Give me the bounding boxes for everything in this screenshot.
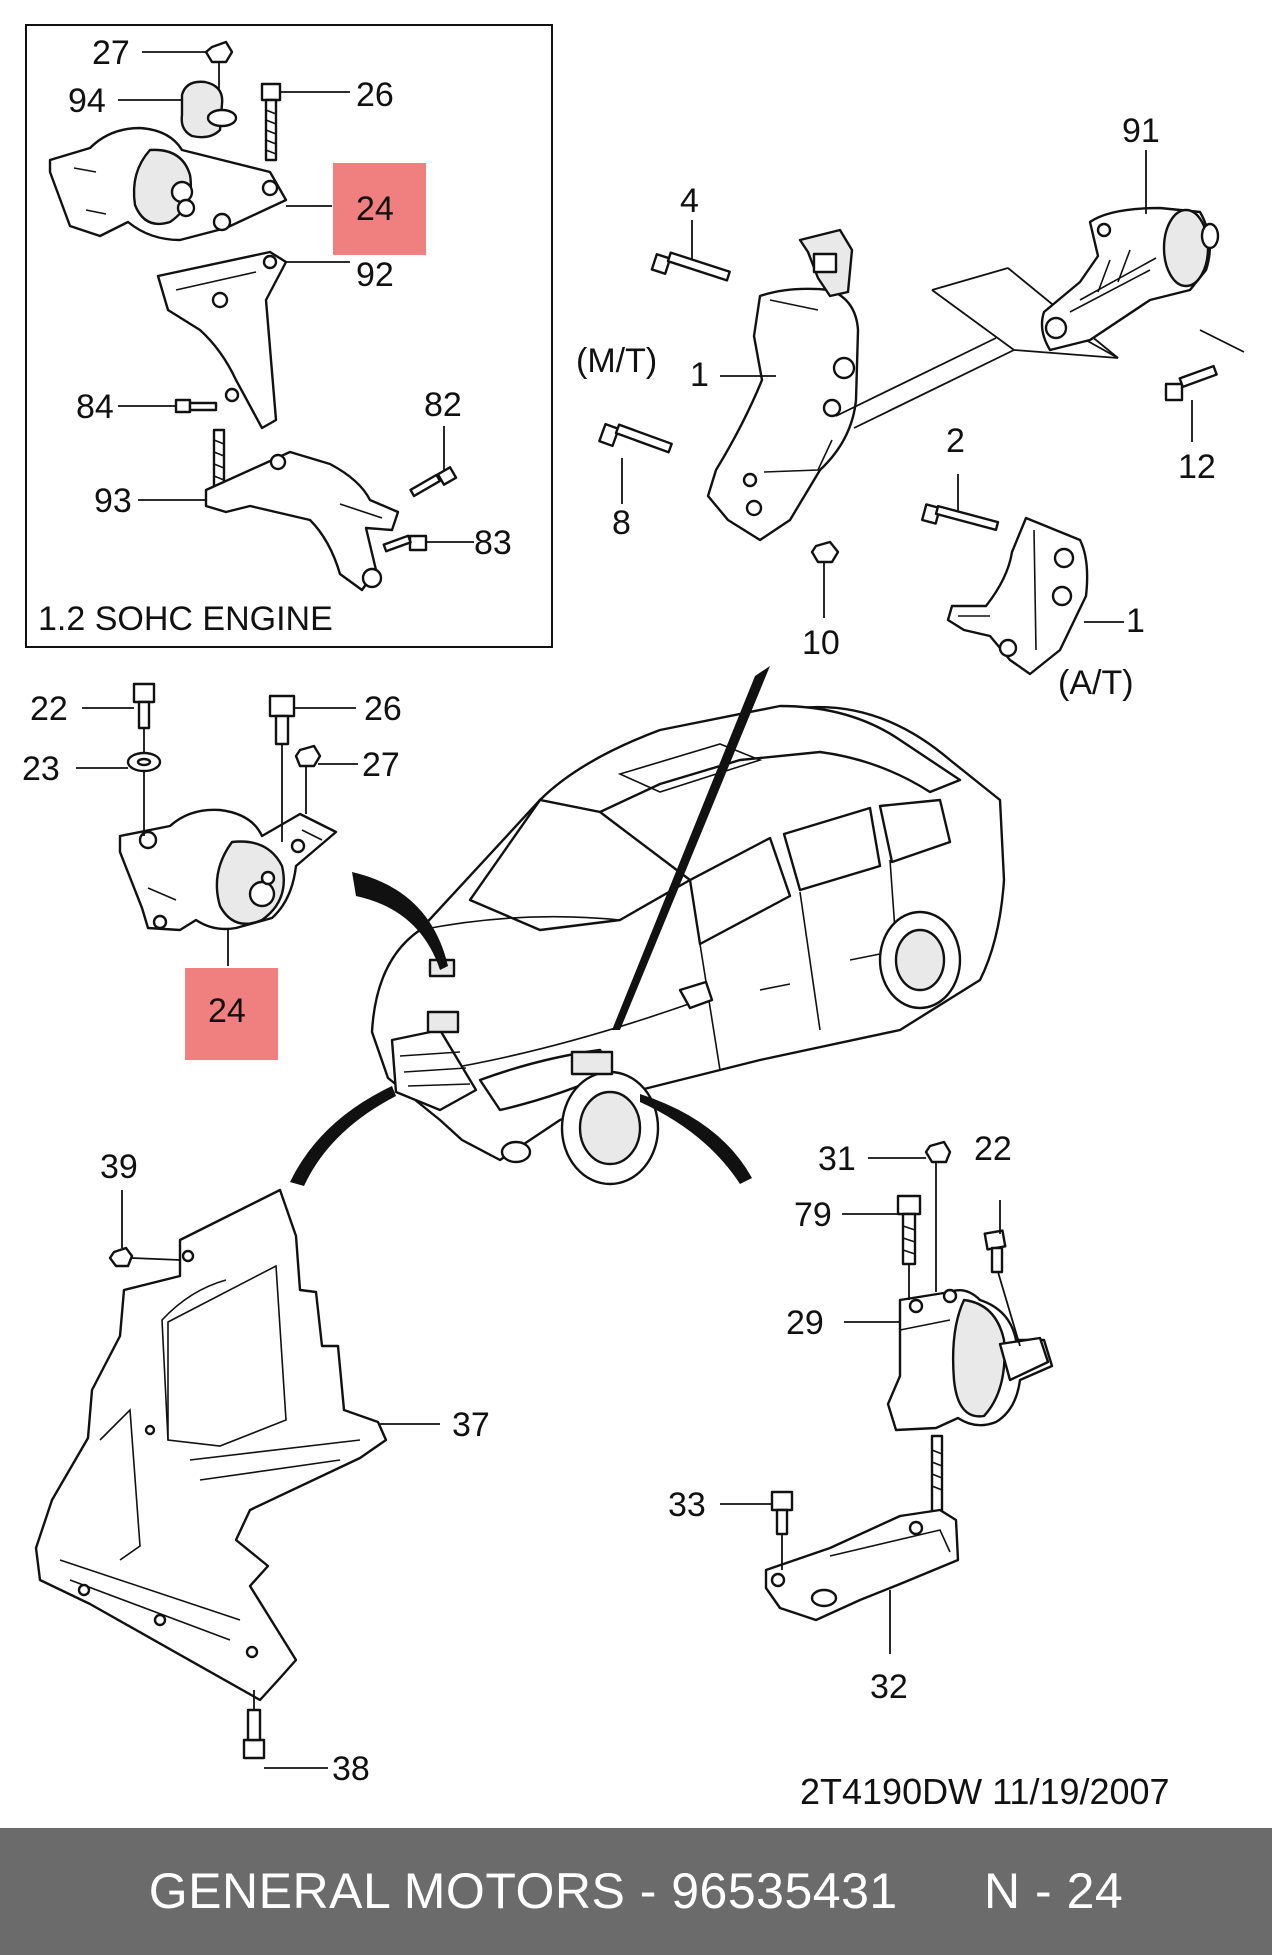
- label-26: 26: [364, 690, 402, 728]
- mount-29: [886, 1140, 1054, 1432]
- inset-frame: [25, 24, 553, 648]
- label-37: 37: [452, 1406, 490, 1444]
- splash-shield-37: [34, 1188, 388, 1702]
- nut-39: [108, 1246, 134, 1268]
- footer-bar: GENERAL MOTORS - 96535431 N - 24: [0, 1828, 1272, 1955]
- label-93: 93: [94, 482, 132, 520]
- pointer-left-mount: [352, 872, 448, 970]
- label-31: 31: [818, 1140, 856, 1178]
- label-92: 92: [356, 256, 394, 294]
- bracket-32: [764, 1434, 960, 1622]
- car-illustration: [370, 704, 1006, 1186]
- label-24: 24: [208, 992, 246, 1030]
- pointer-bottom-left: [290, 1086, 396, 1186]
- parts-diagram: 1.2 SOHC ENGINE: [22, 24, 1245, 1812]
- highlight-24-inset: [333, 163, 426, 255]
- inset-title: 1.2 SOHC ENGINE: [38, 600, 333, 638]
- bushing-94: [180, 80, 238, 139]
- engine-mount-24: [118, 682, 338, 932]
- label-8: 8: [612, 504, 631, 542]
- label-27: 27: [362, 746, 400, 784]
- bolt-82: [409, 466, 458, 498]
- label-82: 82: [424, 386, 462, 424]
- mount-bracket-at: [920, 503, 1089, 676]
- bolt-26-inset: [260, 82, 282, 162]
- drawing-code: 2T4190DW 11/19/2007: [800, 1771, 1170, 1812]
- bolt-12: [1164, 364, 1218, 402]
- pointer-bottom-right: [640, 1094, 752, 1184]
- mount-bracket-mt: [598, 228, 860, 564]
- label-79: 79: [794, 1196, 832, 1234]
- label-29: 29: [786, 1304, 824, 1342]
- label-23: 23: [22, 750, 60, 788]
- bolt-38: [242, 1708, 266, 1760]
- highlight-24: [185, 968, 278, 1060]
- label-22-right: 22: [974, 1130, 1012, 1168]
- label-32: 32: [870, 1668, 908, 1706]
- label-10: 10: [802, 624, 840, 662]
- label-1-at: 1: [1126, 602, 1145, 640]
- label-2: 2: [946, 422, 965, 460]
- label-4: 4: [680, 182, 699, 220]
- label-22-left: 22: [30, 690, 68, 728]
- bolt-84: [174, 398, 218, 414]
- label-24-inset: 24: [356, 190, 394, 228]
- bracket-93: [204, 428, 400, 592]
- label-33: 33: [668, 1486, 706, 1524]
- label-39: 39: [100, 1148, 138, 1186]
- label-1-mt: 1: [690, 356, 709, 394]
- label-94: 94: [68, 82, 106, 120]
- label-27-inset: 27: [92, 34, 130, 72]
- inset-sohc-engine: 1.2 SOHC ENGINE: [25, 24, 553, 648]
- label-12: 12: [1178, 448, 1216, 486]
- bolt-83: [382, 534, 428, 553]
- label-83: 83: [474, 524, 512, 562]
- pointer-top-center: [612, 666, 770, 1030]
- label-at: (A/T): [1058, 664, 1134, 702]
- mount-91: [1040, 206, 1220, 352]
- label-38: 38: [332, 1750, 370, 1788]
- label-mt: (M/T): [576, 342, 657, 380]
- label-26-inset: 26: [356, 76, 394, 114]
- footer-text: GENERAL MOTORS - 96535431 N - 24: [148, 1863, 1124, 1919]
- engine-mount-24-inset: [48, 126, 288, 242]
- label-91: 91: [1122, 112, 1160, 150]
- label-84: 84: [76, 388, 114, 426]
- bracket-92: [156, 250, 288, 430]
